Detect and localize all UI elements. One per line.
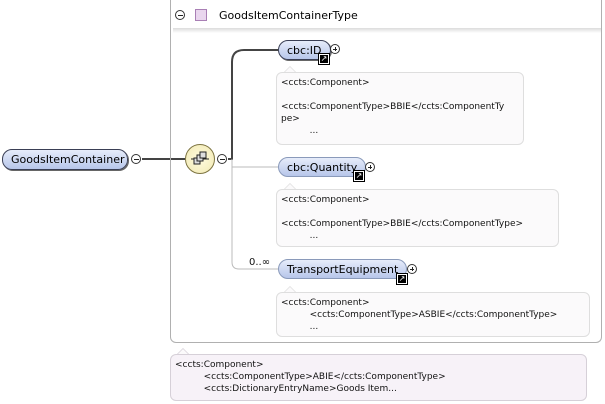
complex-type-square-icon (195, 9, 207, 21)
child-element-label: TransportEquipment (287, 263, 399, 276)
connector-cbc-id (228, 49, 278, 160)
minus-circle-icon[interactable] (175, 10, 185, 20)
child-element-node[interactable]: cbc:ID (278, 40, 331, 60)
minus-circle-icon[interactable] (131, 154, 141, 164)
child-annotation: <ccts:Component> <ccts:ComponentType>BBI… (276, 189, 559, 247)
header-divider (173, 28, 601, 33)
root-element-label: GoodsItemContainer (11, 153, 125, 166)
annotation-pointer (177, 348, 189, 354)
child-element-label: cbc:ID (287, 44, 322, 57)
minus-circle-icon[interactable] (217, 154, 227, 164)
plus-circle-icon[interactable] (407, 264, 417, 274)
reference-arrow-icon[interactable]: ↗ (353, 170, 365, 182)
sequence-glyph (191, 151, 209, 165)
annotation-pointer (284, 286, 296, 292)
child-element-label: cbc:Quantity (287, 161, 358, 174)
plus-circle-icon[interactable] (365, 162, 375, 172)
plus-circle-icon[interactable] (330, 44, 340, 54)
child-annotation: <ccts:Component> <ccts:ComponentType>ASB… (276, 292, 590, 337)
root-element-node[interactable]: GoodsItemContainer (2, 149, 128, 170)
root-annotation: <ccts:Component> <ccts:ComponentType>ABI… (170, 354, 587, 401)
child-element-node[interactable]: cbc:Quantity (278, 157, 367, 177)
connector-transport-equipment (231, 159, 278, 270)
complex-type-header: GoodsItemContainerType (175, 6, 358, 24)
reference-arrow-icon[interactable]: ↗ (396, 273, 408, 285)
sequence-icon[interactable] (185, 144, 215, 174)
annotation-pointer (284, 66, 296, 72)
annotation-pointer (284, 183, 296, 189)
child-element-node[interactable]: TransportEquipment (278, 259, 408, 279)
occurrence-label: 0..∞ (249, 257, 271, 268)
complex-type-label: GoodsItemContainerType (219, 8, 358, 22)
child-annotation: <ccts:Component> <ccts:ComponentType>BBI… (276, 72, 524, 145)
complex-type-container (170, 0, 602, 343)
reference-arrow-icon[interactable]: ↗ (318, 53, 330, 65)
